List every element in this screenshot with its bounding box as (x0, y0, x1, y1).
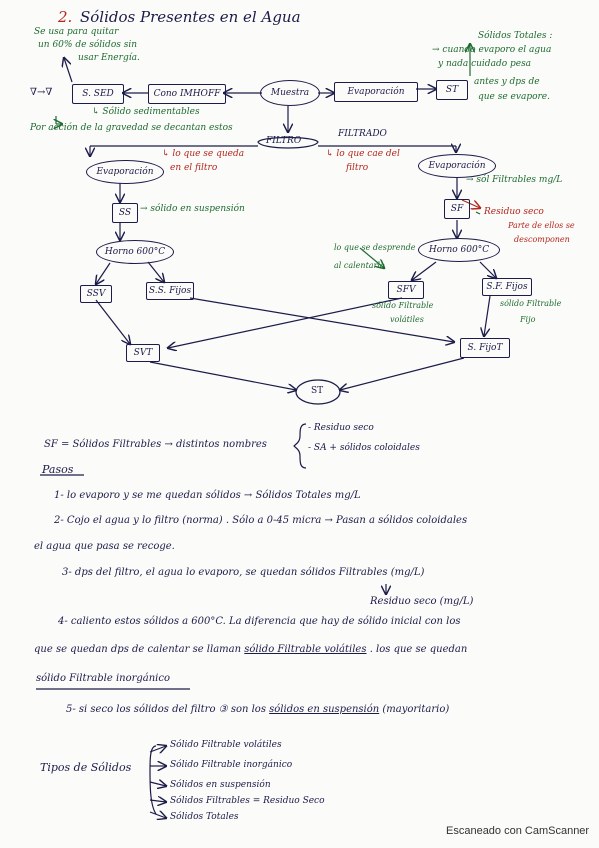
tipo-item-4: Sólidos Filtrables = Residuo Seco (170, 796, 325, 806)
note-sedimentables: ↳ Sólido sedimentables (92, 107, 200, 117)
double-triangle-symbol: ∇→∇ (30, 87, 53, 98)
note-cae-1: ↳ lo que cae del (326, 149, 400, 159)
paso-4b-start: que se quedan dps de calentar se llaman (34, 644, 242, 655)
section-number: 2. (58, 8, 73, 26)
horno-right-oval: Horno 600°C (418, 238, 500, 262)
tipo-item-5: Sólidos Totales (170, 812, 239, 822)
filtro-label: FILTRO (266, 136, 302, 146)
note-st-title: Sólidos Totales : (478, 31, 553, 41)
note-queda-2: en el filtro (170, 163, 218, 173)
paso-3a: 3- dps del filtro, el agua lo evaporo, s… (62, 567, 425, 578)
sfv-box: SFV (388, 281, 424, 299)
paso-1: 1- lo evaporo y se me quedan sólidos → S… (54, 490, 361, 501)
paso-4a: 4- caliento estos sólidos a 600°C. La di… (58, 616, 461, 627)
note-sf-filtrables: → sól Filtrables mg/L (466, 175, 563, 185)
note-desprende-1: lo que se desprende (334, 243, 416, 252)
scanner-footer: Escaneado con CamScanner (446, 825, 590, 837)
svt-box: SVT (126, 344, 160, 362)
note-sfv-2: volátiles (390, 315, 424, 324)
paso-4b-end: . los que se quedan (369, 644, 468, 655)
st-top-box: ST (436, 80, 468, 100)
paso-4b-line: que se quedan dps de calentar se llaman … (34, 644, 467, 655)
paso-3b: Residuo seco (mg/L) (370, 596, 474, 607)
paso-4b-underlined: sólido Filtrable volátiles (244, 644, 367, 655)
note-st-3: antes y dps de (474, 77, 540, 87)
note-queda-1: ↳ lo que se queda (162, 149, 245, 159)
note-st-4: que se evapore. (478, 92, 550, 102)
paso-5-circled: ③ (218, 704, 228, 715)
tipo-item-2: Sólido Filtrable inorgánico (170, 760, 293, 770)
note-cae-2: filtro (346, 163, 369, 173)
paso-5-mid: son los (230, 704, 266, 715)
ss-box: SS (112, 203, 138, 223)
definition-option-1: - Residuo seco (308, 423, 374, 433)
paso-5-end: (mayoritario) (382, 704, 450, 715)
note-gravedad: Por acción de la gravedad se decantan es… (30, 123, 233, 133)
evaporacion-left-oval: Evaporación (86, 160, 164, 184)
note-parte-2: descomponen (514, 235, 570, 244)
evaporacion-top-box: Evaporación (334, 82, 418, 102)
sf-box: SF (444, 199, 470, 219)
paso-2a: 2- Cojo el agua y lo filtro (norma) . Só… (54, 515, 468, 526)
note-sff-1: sólido Filtrable (500, 299, 562, 308)
filtrado-label: FILTRADO (338, 129, 387, 139)
paso-2b: el agua que pasa se recoge. (34, 541, 175, 552)
note-sff-2: Fijo (520, 315, 536, 324)
note-parte-1: Parte de ellos se (508, 221, 575, 230)
note-uso-1: Se usa para quitar (34, 27, 119, 37)
note-suspension: → sólido en suspensión (140, 204, 245, 214)
s-fijo-t-box: S. FijoT (460, 338, 510, 358)
st-bottom-label: ST (311, 386, 324, 396)
tipo-item-3: Sólidos en suspensión (170, 780, 271, 790)
note-residuo-seco: Residuo seco (484, 207, 544, 217)
tipos-label: Tipos de Sólidos (40, 761, 132, 774)
paso-5-start: 5- si seco los sólidos del filtro (66, 704, 216, 715)
note-st-1: → cuando evaporo el agua (432, 45, 552, 55)
pasos-heading: Pasos (42, 463, 74, 476)
note-uso-2: un 60% de sólidos sin (38, 40, 138, 50)
sf-fijos-box: S.F. Fijos (482, 278, 532, 296)
paso-5-underlined: sólidos en suspensión (269, 704, 380, 715)
tipo-item-1: Sólido Filtrable volátiles (170, 740, 282, 750)
evaporacion-right-oval: Evaporación (418, 154, 496, 178)
page-title: Sólidos Presentes en el Agua (80, 8, 301, 26)
ssed-box: S. SED (72, 84, 124, 104)
note-sfv-1: sólido Filtrable (372, 301, 434, 310)
muestra-oval: Muestra (260, 80, 320, 106)
note-uso-3: usar Energía. (78, 53, 140, 63)
note-st-2: y nada cuidado pesa (438, 59, 532, 69)
note-desprende-2: al calentarlo (334, 261, 385, 270)
paso-4c: sólido Filtrable inorgánico (36, 673, 171, 684)
cono-imhoff-box: Cono IMHOFF (148, 84, 226, 104)
ss-fijos-box: S.S. Fijos (146, 282, 194, 300)
paso-5-line: 5- si seco los sólidos del filtro ③ son … (66, 704, 449, 715)
horno-left-oval: Horno 600°C (96, 240, 174, 264)
ssv-box: SSV (80, 285, 112, 303)
definition-text: SF = Sólidos Filtrables → distintos nomb… (44, 439, 267, 450)
definition-option-2: - SA + sólidos coloidales (308, 443, 420, 453)
